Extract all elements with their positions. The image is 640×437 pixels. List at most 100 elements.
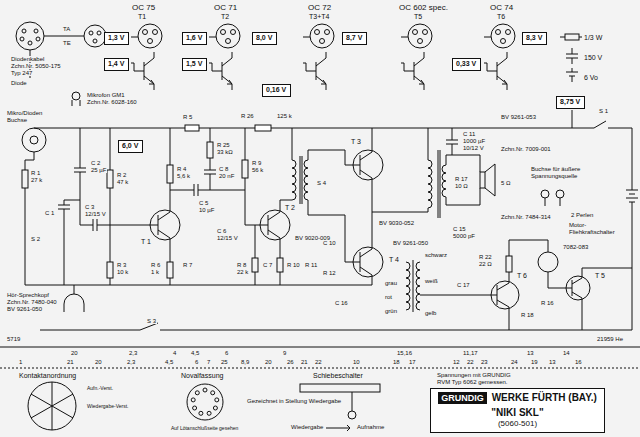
component-label: 14 [562, 350, 571, 356]
voltage-box: 1,5 V [182, 58, 207, 71]
component-label: R 18 [520, 312, 535, 318]
component-label: R 8 [236, 262, 247, 268]
component-label: grau [384, 280, 398, 286]
component-label: 20 [70, 350, 79, 356]
component-label: C 17 [456, 282, 471, 288]
component-label: Novalfassung [180, 372, 224, 379]
component-label: 56 k [251, 167, 264, 173]
voltage-value: 8,0 V [256, 34, 272, 41]
component-label: Zchn.Nr. 7480-040 [6, 299, 58, 305]
component-label: C 16 [334, 300, 349, 306]
component-label: 8,9 [240, 359, 250, 365]
component-label: C 8 [218, 166, 229, 172]
component-label: 4,5 [164, 359, 174, 365]
component-label: 27 k [30, 177, 43, 183]
component-label: 5719 [6, 336, 21, 342]
component-label: 13 [548, 359, 557, 365]
component-label: Fliehkraftschalter [568, 229, 616, 235]
component-label: C 10 [322, 240, 337, 246]
component-label: 1 k [150, 269, 160, 275]
component-label: BV 9261-050 [392, 240, 429, 246]
component-label: 24 [510, 359, 519, 365]
component-label: T2 [220, 13, 230, 20]
component-label: 18 [392, 359, 401, 365]
component-label: T 4 [388, 256, 400, 263]
component-label: 150 V [583, 54, 603, 61]
title-text: (5060-501) [438, 419, 597, 428]
voltage-box: 1,4 V [104, 58, 129, 71]
component-label: R 17 [454, 176, 469, 182]
component-label: 47 k [116, 179, 129, 185]
voltage-box: 0,16 V [262, 84, 291, 97]
voltage-value: 8,75 V [560, 98, 580, 105]
voltage-box: 6,0 V [118, 140, 143, 153]
component-label: T 3 [350, 138, 362, 145]
component-label: R 16 [540, 300, 555, 306]
component-label: Zchn.Nr. 7484-314 [500, 214, 552, 220]
voltage-value: 8,3 V [526, 34, 542, 41]
title-block: GRUNDIGWERKE FÜRTH (BAY.)"NIKI SKL"(5060… [430, 388, 605, 433]
component-label: 21 [300, 359, 309, 365]
component-label: TA [62, 26, 71, 32]
component-label: R 1 [30, 170, 41, 176]
component-label: 10 Ω [454, 183, 469, 189]
component-label: T 5 [594, 272, 606, 279]
component-label: 25 [220, 359, 229, 365]
component-label: R 2 [116, 172, 127, 178]
component-label: 26 [286, 359, 295, 365]
component-label: OC 74 [489, 4, 514, 12]
voltage-box: 8,7 V [342, 32, 367, 45]
component-label: Spannungen mit GRUNDIG [436, 372, 512, 378]
component-label: 20 [94, 359, 103, 365]
component-label: 7082-083 [562, 244, 589, 250]
voltage-value: 6,0 V [122, 142, 138, 149]
voltage-box: 8,75 V [556, 96, 585, 109]
component-label: Kontaktanordnung [18, 372, 77, 379]
component-label: 21959 He [596, 336, 624, 342]
component-label: 10 k [116, 269, 129, 275]
voltage-box: 8,0 V [252, 32, 277, 45]
component-label: 19 [530, 359, 539, 365]
component-label: 125 k [276, 113, 293, 119]
component-label: Diode [10, 80, 28, 86]
component-label: Typ 247 [10, 70, 33, 76]
voltage-box: 1,3 V [104, 32, 129, 45]
component-label: Gezeichnet in Stellung Wiedergabe [246, 398, 342, 404]
component-label: 1000 µF [462, 138, 486, 144]
component-label: OC 71 [213, 4, 238, 12]
component-label: Wiedergabe-Verst. [86, 404, 129, 409]
amplifier-wiring [22, 110, 638, 330]
component-label: 22 [314, 359, 323, 365]
voltage-value: 1,5 V [186, 60, 202, 67]
component-label: 16 [574, 359, 583, 365]
component-label: Mikrofon GM1 [86, 92, 126, 98]
voltage-value: 1,3 V [108, 34, 124, 41]
component-label: 6 Vo [583, 74, 599, 81]
component-label: 4,5 [190, 350, 200, 356]
voltage-value: 8,7 V [346, 34, 362, 41]
component-label: 10 µF [198, 207, 215, 213]
component-label: TE [62, 40, 72, 46]
component-label: T 6 [516, 272, 528, 279]
component-label: Spannungsquelle [530, 173, 578, 179]
component-label: Zchn.Nr. 5050-175 [10, 63, 62, 69]
component-label: C 6 [216, 228, 227, 234]
component-label: 22 Ω [478, 261, 493, 267]
component-label: T 2 [284, 204, 296, 211]
component-label: grün [384, 308, 398, 314]
component-label: schwarz [424, 252, 448, 258]
component-label: C 3 [84, 204, 95, 210]
voltage-box: 1,6 V [182, 32, 207, 45]
component-label: R 5 [182, 114, 193, 120]
component-label: R 12 [322, 270, 337, 276]
component-label: weiß [424, 278, 439, 284]
component-label: 1/3 W [583, 34, 603, 41]
component-label: R 3 [116, 262, 127, 268]
component-label: 20 nF [218, 173, 235, 179]
component-label: C 11 [462, 131, 476, 137]
component-label: Buchse [6, 117, 28, 123]
voltage-box: 8,3 V [522, 32, 547, 45]
component-label: 4 [172, 350, 177, 356]
component-label: 12/15 V [84, 211, 107, 217]
